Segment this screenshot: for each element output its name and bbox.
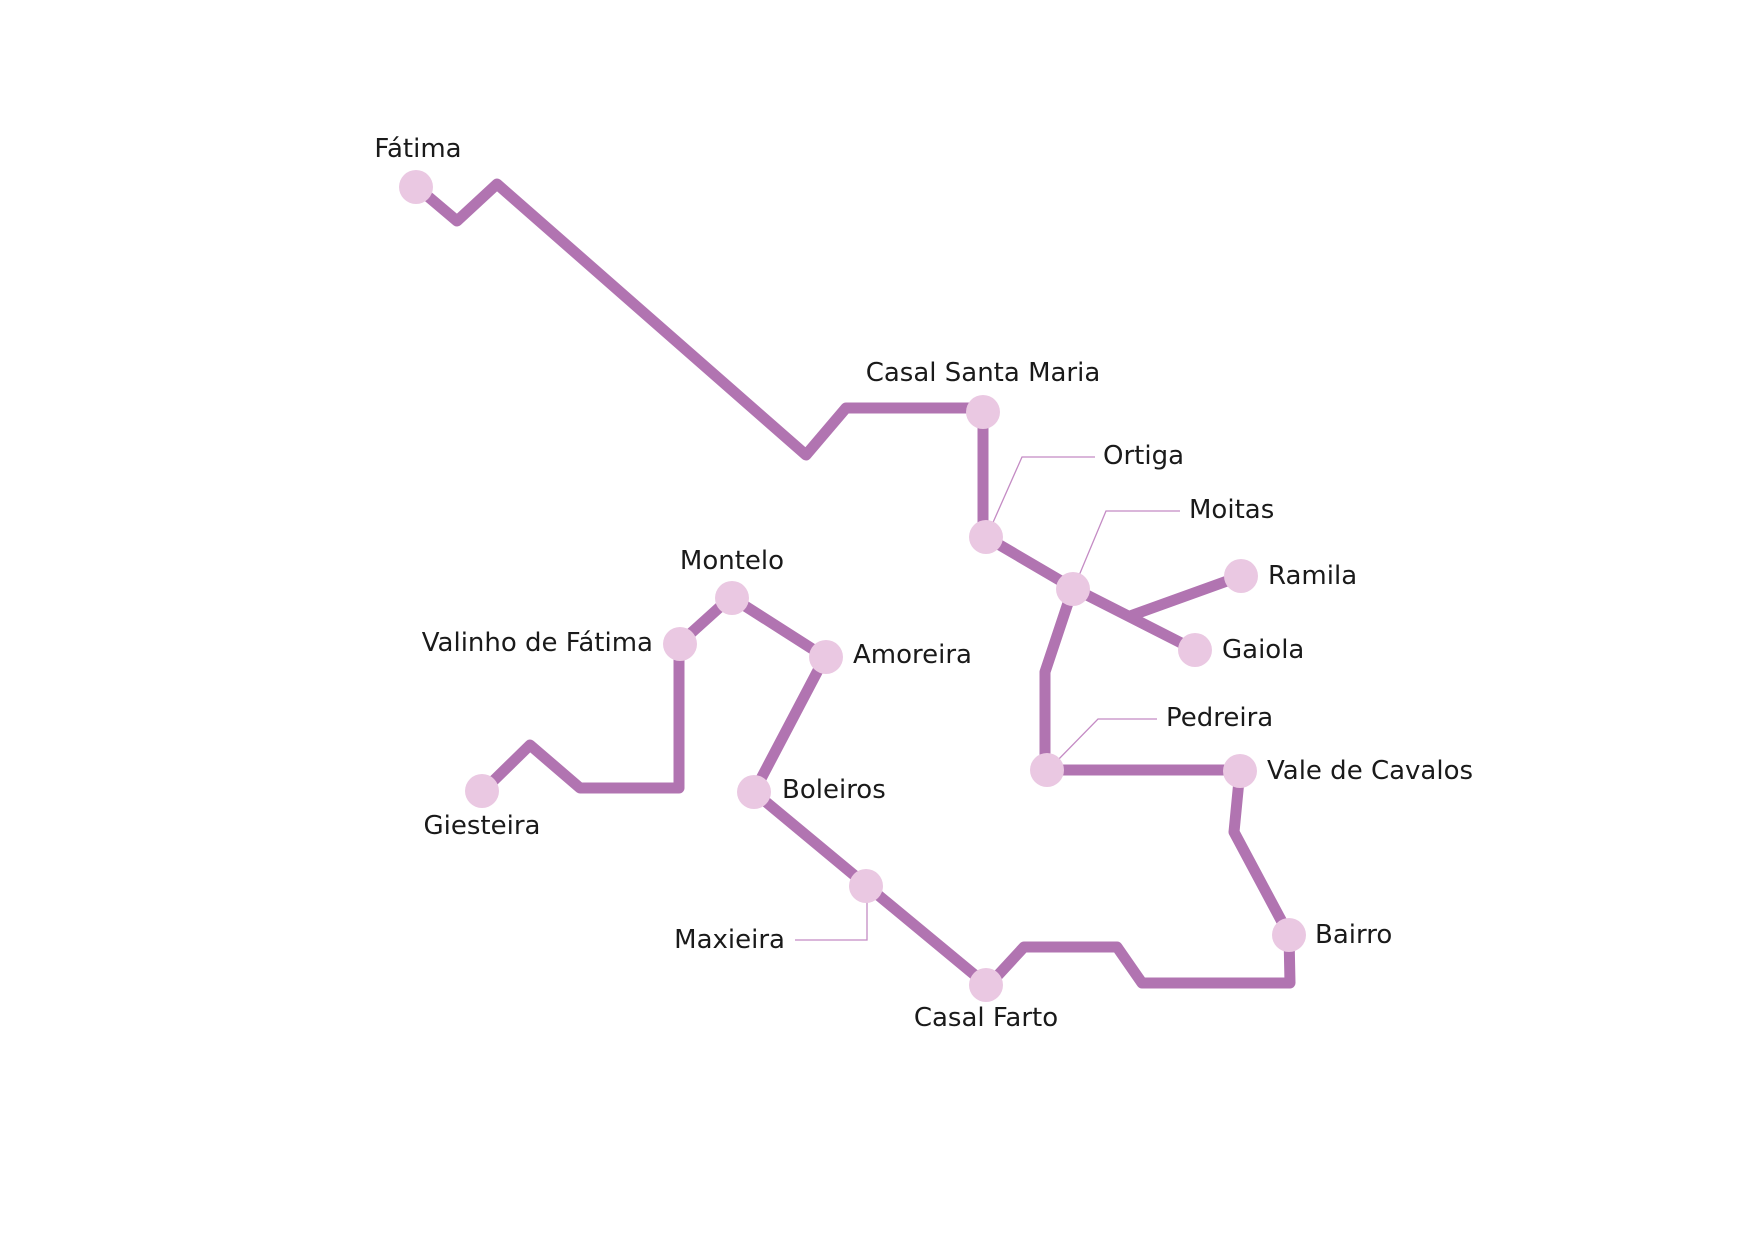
stop-label-ortiga: Ortiga (1103, 441, 1184, 471)
stop-label-vale-de-cavalos: Vale de Cavalos (1267, 756, 1473, 786)
stop-marker-moitas[interactable] (1056, 572, 1090, 606)
stop-marker-fatima[interactable] (399, 170, 433, 204)
leader-line-pedreira (1054, 718, 1157, 764)
stop-label-amoreira: Amoreira (853, 640, 972, 670)
stop-marker-montelo[interactable] (715, 581, 749, 615)
stop-marker-casal-farto[interactable] (969, 968, 1003, 1002)
leader-line-ortiga (990, 456, 1095, 528)
stop-marker-boleiros[interactable] (737, 775, 771, 809)
stop-label-boleiros: Boleiros (782, 775, 886, 805)
stop-marker-casal-santa-maria[interactable] (966, 395, 1000, 429)
leader-line-maxieira (795, 897, 868, 941)
stop-label-pedreira: Pedreira (1166, 703, 1273, 733)
stop-label-valinho-de-fatima: Valinho de Fátima (422, 628, 653, 658)
route-casal-farto-amoreira (748, 651, 994, 992)
stop-marker-gaiola[interactable] (1178, 633, 1212, 667)
stop-marker-ramila[interactable] (1224, 559, 1258, 593)
label-leader-lines (795, 456, 1180, 941)
leader-line-moitas (1077, 510, 1180, 579)
route-vale-bairro (982, 764, 1296, 992)
stop-marker-giesteira[interactable] (465, 774, 499, 808)
stop-markers (399, 170, 1306, 1002)
route-valinho-giesteira (478, 637, 685, 796)
stop-marker-valinho-de-fatima[interactable] (663, 627, 697, 661)
stop-label-casal-farto: Casal Farto (914, 1003, 1058, 1033)
stop-marker-pedreira[interactable] (1030, 753, 1064, 787)
stop-label-giesteira: Giesteira (424, 811, 541, 841)
stop-label-moitas: Moitas (1189, 495, 1274, 525)
route-lines (412, 178, 1296, 992)
stop-label-maxieira: Maxieira (674, 925, 785, 955)
stop-label-fatima: Fátima (374, 134, 461, 164)
route-moitas-pedreira (1039, 582, 1079, 776)
stop-marker-amoreira[interactable] (809, 640, 843, 674)
route-branch-ramila (1124, 570, 1247, 622)
stop-label-gaiola: Gaiola (1222, 635, 1304, 665)
stop-marker-bairro[interactable] (1272, 918, 1306, 952)
stop-label-montelo: Montelo (680, 546, 784, 576)
route-amoreira-montelo (674, 591, 831, 663)
stop-label-ramila: Ramila (1268, 561, 1357, 591)
stop-marker-vale-de-cavalos[interactable] (1223, 754, 1257, 788)
stop-marker-ortiga[interactable] (969, 520, 1003, 554)
stop-marker-maxieira[interactable] (849, 869, 883, 903)
stop-label-bairro: Bairro (1315, 920, 1392, 950)
stop-label-casal-santa-maria: Casal Santa Maria (866, 358, 1101, 388)
